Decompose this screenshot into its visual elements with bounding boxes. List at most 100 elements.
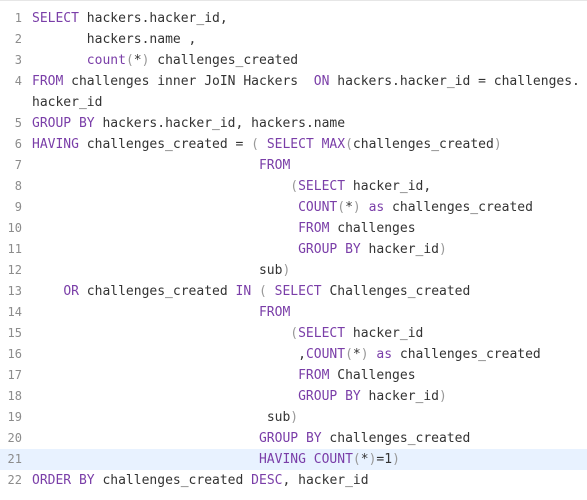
sql-text (32, 242, 298, 257)
sql-text (306, 452, 314, 467)
sql-text: challenges inner JoIN Hackers (63, 74, 314, 89)
sql-text (32, 53, 87, 68)
sql-punctuation: ( (345, 347, 353, 362)
code-text: GROUP BY challenges_created (32, 428, 587, 449)
code-text: GROUP BY hackers.hacker_id, hackers.name (32, 113, 587, 134)
sql-text (314, 137, 322, 152)
line-number: 14 (7, 305, 22, 319)
code-line[interactable]: 14 FROM (0, 302, 587, 323)
sql-punctuation: ( (251, 137, 259, 152)
sql-keyword: HAVING (32, 137, 79, 152)
sql-text: challenges_created (149, 53, 299, 68)
sql-punctuation: ( (259, 284, 267, 299)
code-line[interactable]: 12 sub) (0, 260, 587, 281)
sql-text: sub (32, 263, 283, 278)
code-line[interactable]: 17 FROM Challenges (0, 365, 587, 386)
sql-punctuation: ) (493, 137, 502, 152)
code-text: (SELECT hacker_id (32, 323, 587, 344)
sql-punctuation: ) (360, 347, 369, 362)
line-number: 12 (7, 263, 22, 277)
code-text: FROM challenges (32, 218, 587, 239)
sql-punctuation: ( (125, 53, 134, 68)
code-text: FROM (32, 302, 587, 323)
sql-text: challenges_created (392, 347, 541, 362)
line-number: 6 (14, 137, 22, 151)
code-line[interactable]: 10 FROM challenges (0, 218, 587, 239)
code-text: GROUP BY hacker_id) (32, 239, 587, 260)
line-number: 18 (7, 389, 22, 403)
sql-text (32, 221, 298, 236)
sql-keyword: GROUP BY (298, 242, 361, 257)
sql-keyword: SELECT (266, 137, 314, 152)
code-line[interactable]: 8 (SELECT hacker_id, (0, 176, 587, 197)
code-line[interactable]: 6 HAVING challenges_created = ( SELECT MA… (0, 134, 587, 155)
sql-punctuation: ( (290, 326, 299, 341)
code-line[interactable]: 11 GROUP BY hacker_id) (0, 239, 587, 260)
line-number: 3 (14, 53, 22, 67)
code-text: ,COUNT(*) as challenges_created (32, 344, 587, 365)
sql-keyword: IN (235, 284, 252, 299)
sql-text (361, 200, 369, 215)
code-line[interactable]: 2 hackers.name , (0, 29, 587, 50)
code-text: HAVING COUNT(*)=1) (32, 449, 587, 470)
sql-text (32, 389, 298, 404)
sql-punctuation: ) (290, 410, 299, 425)
sql-punctuation: ) (352, 200, 361, 215)
sql-text: * (133, 53, 142, 68)
sql-keyword: OR (63, 284, 79, 299)
sql-function: count (86, 53, 126, 68)
line-number: 17 (7, 368, 22, 382)
sql-text: , hacker_id (282, 473, 369, 488)
code-line[interactable]: 21 HAVING COUNT(*)=1) (0, 449, 587, 470)
sql-keyword: GROUP BY (258, 431, 322, 446)
code-text: SELECT hackers.hacker_id, (32, 8, 587, 29)
sql-text (32, 179, 290, 194)
code-text: FROM (32, 155, 587, 176)
line-number: 20 (7, 431, 22, 445)
code-line[interactable]: 9 COUNT(*) as challenges_created (0, 197, 587, 218)
sql-text: challenges_created (321, 431, 471, 446)
code-text: GROUP BY hacker_id) (32, 386, 587, 407)
line-number: 4 (14, 74, 22, 88)
code-text: (SELECT hacker_id, (32, 176, 587, 197)
code-line[interactable]: 7 FROM (0, 155, 587, 176)
code-text: ORDER BY challenges_created DESC, hacker… (32, 470, 587, 491)
sql-text: challenges (329, 221, 416, 236)
sql-keyword: FROM (298, 368, 330, 383)
sql-text: , (32, 347, 306, 362)
code-text: HAVING challenges_created = ( SELECT MAX… (32, 134, 587, 155)
sql-text (32, 158, 259, 173)
sql-text: hackers.hacker_id, hackers.name (94, 116, 346, 131)
sql-keyword: FROM (32, 74, 64, 89)
code-line[interactable]: 20 GROUP BY challenges_created (0, 428, 587, 449)
sql-text (32, 305, 259, 320)
code-line[interactable]: 19 sub) (0, 407, 587, 428)
sql-punctuation: ( (352, 452, 361, 467)
code-text: count(*) challenges_created (32, 50, 587, 71)
sql-function: MAX (321, 137, 346, 152)
sql-text: Challenges (329, 368, 416, 383)
sql-text: challenges_created (78, 284, 236, 299)
sql-text: challenges_created (94, 473, 252, 488)
sql-text: hackers.name , (32, 32, 197, 47)
line-number: 8 (14, 179, 22, 193)
sql-keyword: SELECT (274, 284, 322, 299)
code-line[interactable]: 13 OR challenges_created IN ( SELECT Cha… (0, 281, 587, 302)
code-line[interactable]: 15 (SELECT hacker_id (0, 323, 587, 344)
code-line[interactable]: 3 count(*) challenges_created (0, 50, 587, 71)
sql-keyword: SELECT (32, 11, 79, 26)
sql-keyword: ON (313, 74, 330, 89)
sql-text (32, 326, 290, 341)
line-number: 13 (7, 284, 22, 298)
code-line[interactable]: 18 GROUP BY hacker_id) (0, 386, 587, 407)
code-line[interactable]: 16 ,COUNT(*) as challenges_created (0, 344, 587, 365)
sql-text: * (360, 452, 369, 467)
sql-text: challenges_created = (78, 137, 252, 152)
sql-keyword: ORDER BY (32, 473, 95, 488)
